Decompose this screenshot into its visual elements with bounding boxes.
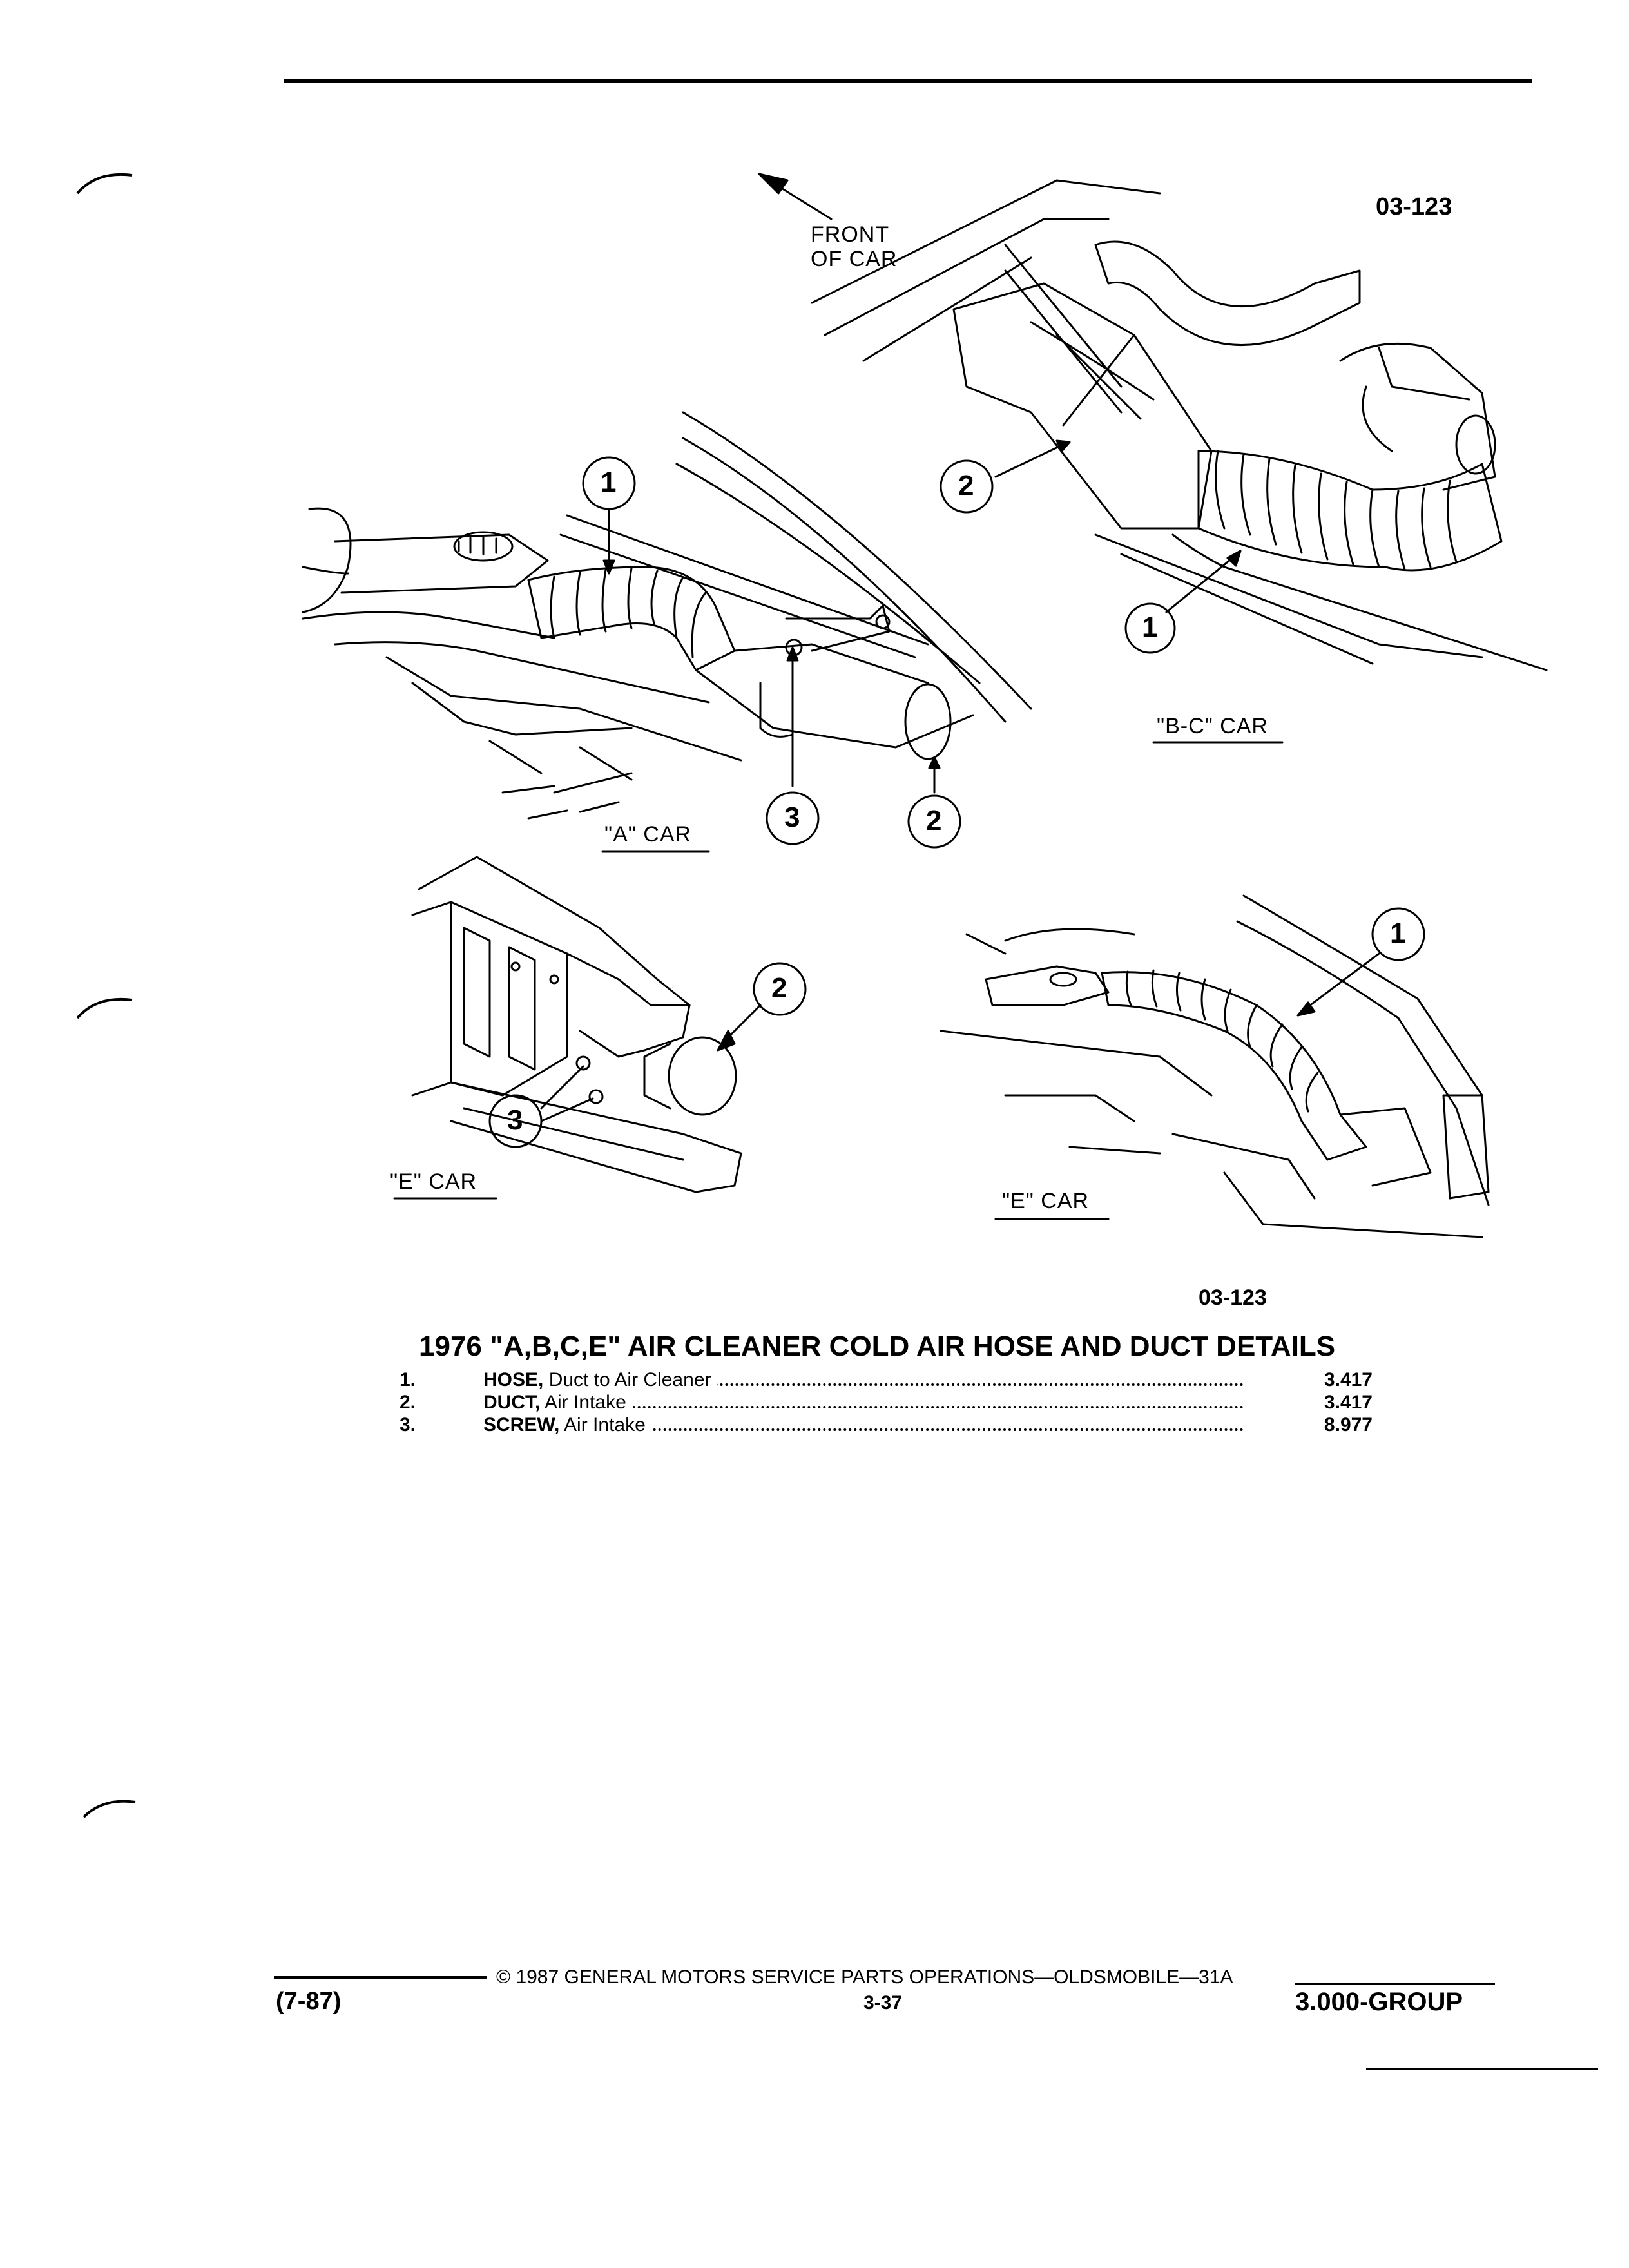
part-name: DUCT, <box>483 1392 541 1413</box>
view-label-bc-car: "B-C" CAR <box>1157 714 1268 738</box>
callout-3-a-car: 3 <box>784 802 800 833</box>
callout-1-bc-car: 1 <box>1142 611 1158 643</box>
footer-page-number: 3-37 <box>863 1992 903 2013</box>
footer-group: 3.000-GROUP <box>1295 1988 1463 2016</box>
part-number: 3. <box>400 1414 416 1436</box>
part-number: 2. <box>400 1392 416 1413</box>
view-label-e-car-left: "E" CAR <box>390 1169 477 1194</box>
part-row: 1. HOSE, Duct to Air Cleaner 3.417 <box>400 1369 1373 1392</box>
footer-copyright: © 1987 GENERAL MOTORS SERVICE PARTS OPER… <box>496 1966 1233 1988</box>
front-label-line1: FRONT <box>811 222 890 247</box>
part-detail: Duct to Air Cleaner <box>548 1369 711 1390</box>
callout-2-e-car: 2 <box>771 972 787 1004</box>
part-row: 3. SCREW, Air Intake 8.977 <box>400 1414 1373 1437</box>
part-detail: Air Intake <box>564 1414 646 1436</box>
view-label-a-car: "A" CAR <box>604 822 692 847</box>
part-number: 1. <box>400 1369 416 1390</box>
footer-bottom-rule <box>1366 2068 1598 2070</box>
callout-1-a-car: 1 <box>601 466 617 498</box>
figure-caption: 1976 "A,B,C,E" AIR CLEANER COLD AIR HOSE… <box>419 1331 1336 1362</box>
callout-2-a-car: 2 <box>926 805 942 836</box>
footer-rule-right <box>1295 1983 1495 1985</box>
figure-code-bottom: 03-123 <box>1199 1285 1267 1310</box>
header-rule <box>284 79 1532 83</box>
parts-diagram <box>302 173 1548 1238</box>
part-name: HOSE, <box>483 1369 544 1390</box>
part-description: DUCT, Air Intake <box>483 1392 633 1414</box>
part-row: 2. DUCT, Air Intake 3.417 <box>400 1392 1373 1415</box>
view-label-e-car-right: "E" CAR <box>1002 1189 1090 1213</box>
front-label-line2: OF CAR <box>811 247 898 271</box>
bc-car-drawing <box>811 179 1548 744</box>
part-name: SCREW, <box>483 1414 560 1436</box>
e-car-right-drawing <box>940 894 1490 1238</box>
e-car-left-drawing <box>393 856 762 1200</box>
footer-date: (7-87) <box>276 1988 342 2015</box>
scan-marks <box>76 173 136 1818</box>
leader-dots <box>483 1383 1244 1386</box>
part-description: SCREW, Air Intake <box>483 1414 652 1436</box>
part-reference: 3.417 <box>1295 1369 1373 1391</box>
front-label: FRONT OF CAR <box>811 222 897 271</box>
front-arrow-icon <box>758 173 833 220</box>
callout-2-bc-car: 2 <box>958 470 974 501</box>
leader-dots <box>483 1406 1244 1408</box>
footer-rule-left <box>274 1976 487 1979</box>
part-description: HOSE, Duct to Air Cleaner <box>483 1369 718 1391</box>
a-car-drawing <box>302 411 1032 853</box>
part-reference: 3.417 <box>1295 1392 1373 1414</box>
callout-1-e-car: 1 <box>1390 918 1406 949</box>
part-detail: Air Intake <box>545 1392 626 1413</box>
callout-3-e-car: 3 <box>507 1104 523 1136</box>
leader-dots <box>483 1428 1244 1431</box>
figure-code-top: 03-123 <box>1376 193 1452 220</box>
part-reference: 8.977 <box>1295 1414 1373 1436</box>
